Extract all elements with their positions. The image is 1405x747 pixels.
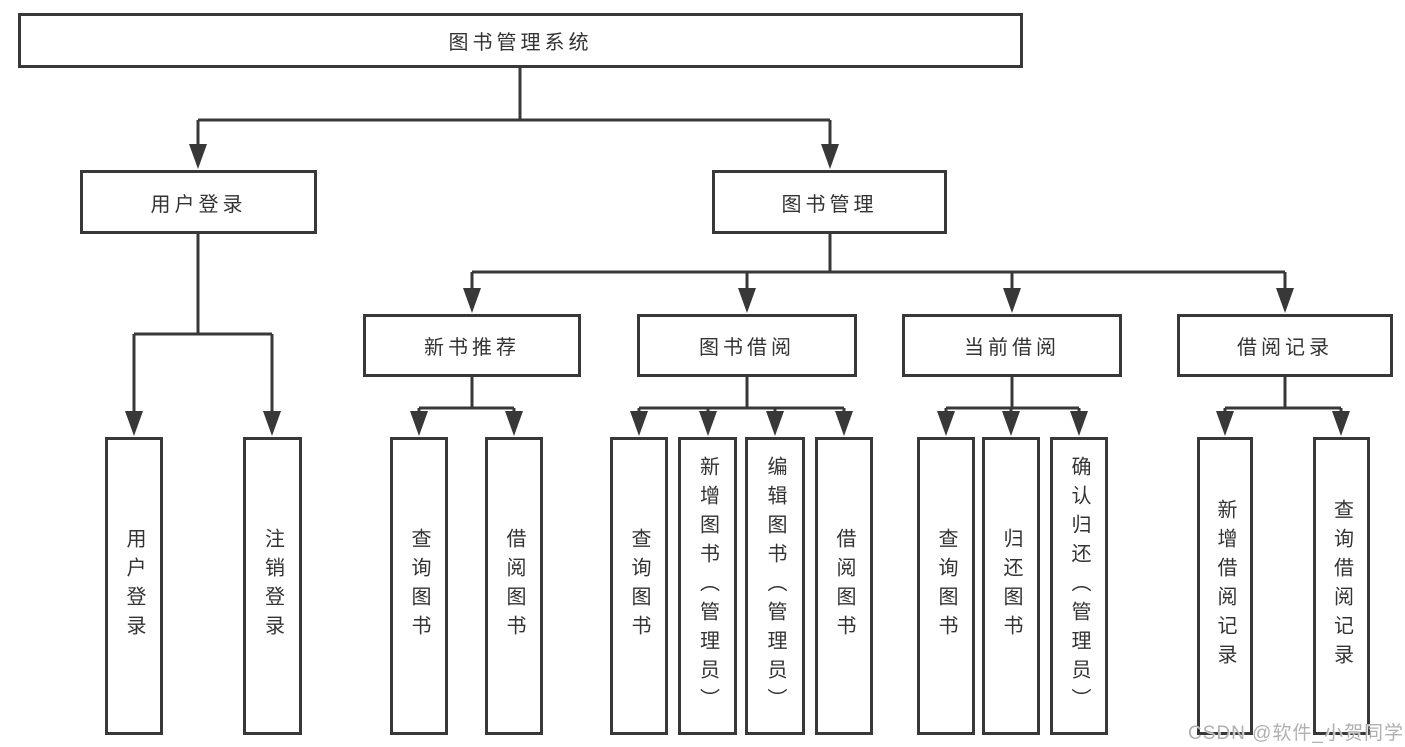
leaf-add-book-admin: 新增图书（管理员） <box>678 437 737 735</box>
leaf-user-login: 用户登录 <box>105 437 163 735</box>
node-label: 用户登录 <box>123 528 145 644</box>
node-label: 图书管理 <box>781 193 878 216</box>
node-label: 新书推荐 <box>424 337 520 359</box>
leaf-query-borrow-record: 查询借阅记录 <box>1313 437 1370 735</box>
leaf-edit-book-admin: 编辑图书（管理员） <box>745 437 805 735</box>
node-label: 查询图书 <box>935 528 957 644</box>
node-label: 查询图书 <box>628 528 650 644</box>
leaf-borrow-books-borrow: 借阅图书 <box>815 437 873 735</box>
node-label: 确认归还（管理员） <box>1068 455 1090 717</box>
node-label: 当前借阅 <box>964 337 1060 359</box>
node-label: 查询图书 <box>408 528 430 644</box>
node-book-management: 图书管理 <box>712 170 947 234</box>
node-label: 借阅记录 <box>1237 337 1333 359</box>
leaf-add-borrow-record: 新增借阅记录 <box>1197 437 1253 735</box>
leaf-confirm-return-admin: 确认归还（管理员） <box>1050 437 1108 735</box>
node-label: 注销登录 <box>261 528 284 644</box>
node-label: 用户登录 <box>150 193 247 216</box>
node-borrow-records: 借阅记录 <box>1177 314 1393 377</box>
leaf-query-books-recommend: 查询图书 <box>390 437 448 735</box>
node-label: 图书借阅 <box>699 337 795 359</box>
node-label: 借阅图书 <box>503 528 525 644</box>
node-label: 查询借阅记录 <box>1330 499 1353 673</box>
node-label: 新增图书（管理员） <box>696 455 719 717</box>
node-current-borrow: 当前借阅 <box>902 314 1122 377</box>
csdn-watermark: CSDN @软件_小贺同学 <box>1188 723 1404 744</box>
node-label: 新增借阅记录 <box>1214 499 1236 673</box>
node-new-book-recommend: 新书推荐 <box>363 314 581 377</box>
node-user-login: 用户登录 <box>80 170 317 234</box>
leaf-query-books-borrow: 查询图书 <box>610 437 668 735</box>
leaf-return-book: 归还图书 <box>982 437 1040 735</box>
leaf-borrow-books-recommend: 借阅图书 <box>485 437 543 735</box>
node-book-borrow: 图书借阅 <box>637 314 857 377</box>
node-library-management-system: 图书管理系统 <box>18 13 1023 68</box>
node-label: 图书管理系统 <box>448 32 593 54</box>
leaf-query-books-current: 查询图书 <box>917 437 975 735</box>
node-label: 归还图书 <box>1000 528 1022 644</box>
leaf-logout: 注销登录 <box>243 437 302 735</box>
node-label: 编辑图书（管理员） <box>764 455 786 717</box>
node-label: 借阅图书 <box>833 528 855 644</box>
